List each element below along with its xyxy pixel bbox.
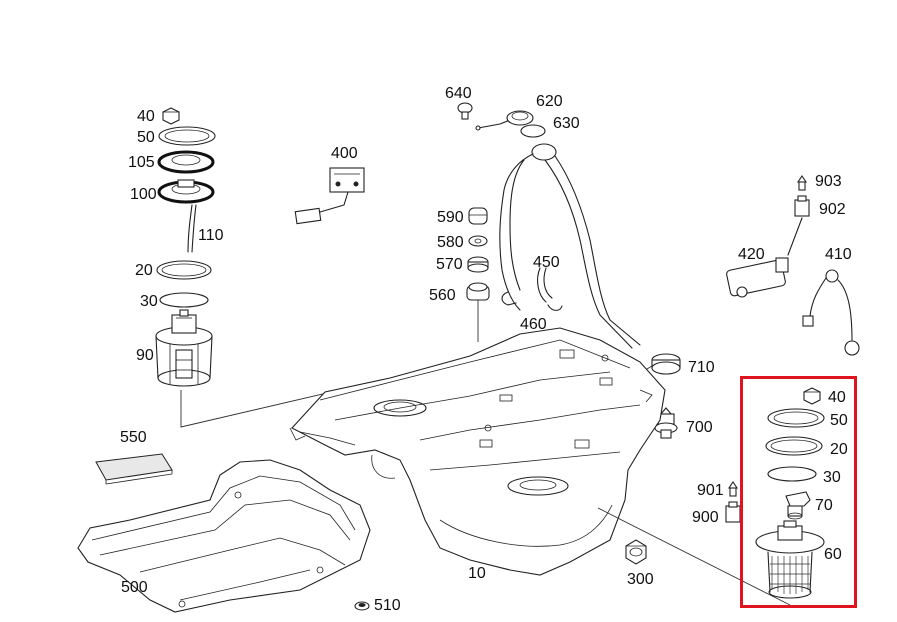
part-number-90: 90 <box>136 347 154 364</box>
part-30-o-ring-left[interactable] <box>159 292 209 308</box>
part-420-pressure-sensor[interactable] <box>726 217 803 298</box>
part-500-heat-shield[interactable] <box>77 459 371 613</box>
part-40-cap-left[interactable] <box>162 107 180 125</box>
part-70-valve[interactable] <box>785 491 811 520</box>
part-number-640: 640 <box>445 85 472 102</box>
part-number-20-right: 20 <box>830 441 848 458</box>
part-number-30-right: 30 <box>823 469 841 486</box>
part-number-10: 10 <box>468 565 486 582</box>
part-900-connector[interactable] <box>725 501 741 523</box>
part-number-100: 100 <box>130 186 157 203</box>
part-number-460: 460 <box>520 316 547 333</box>
part-number-590: 590 <box>437 209 464 226</box>
part-30-o-ring-right[interactable] <box>767 466 817 482</box>
part-901-screw[interactable] <box>727 481 739 497</box>
part-number-700: 700 <box>686 419 713 436</box>
part-number-902: 902 <box>819 201 846 218</box>
part-630-cap-seal[interactable] <box>520 124 546 138</box>
part-100-flange[interactable] <box>157 179 215 204</box>
part-550-pad[interactable] <box>95 453 173 485</box>
part-902-connector[interactable] <box>794 195 810 217</box>
part-10-fuel-tank[interactable] <box>289 327 666 576</box>
part-number-903: 903 <box>815 173 842 190</box>
part-60-fuel-pump-right[interactable] <box>755 520 825 599</box>
filler-neck-pipe <box>499 143 641 349</box>
part-50-lock-ring-right[interactable] <box>767 408 825 428</box>
part-number-450: 450 <box>533 254 560 271</box>
part-number-510: 510 <box>374 597 401 614</box>
part-105-sealing-ring[interactable] <box>157 150 215 174</box>
part-number-40-right: 40 <box>828 389 846 406</box>
part-number-105: 105 <box>128 154 155 171</box>
part-410-temperature-sensor[interactable] <box>802 269 860 356</box>
part-590-grommet[interactable] <box>468 207 488 225</box>
pump-hatching <box>770 556 810 594</box>
part-number-630: 630 <box>553 115 580 132</box>
part-number-300: 300 <box>627 571 654 588</box>
part-number-500: 500 <box>121 579 148 596</box>
part-number-420: 420 <box>738 246 765 263</box>
leader-line-60 <box>597 507 791 606</box>
part-number-580: 580 <box>437 234 464 251</box>
part-400-fuel-level-sender[interactable] <box>294 167 365 225</box>
part-620-fuel-cap[interactable] <box>475 110 534 131</box>
part-50-lock-ring-left[interactable] <box>158 126 216 146</box>
part-460-clamp[interactable] <box>501 291 563 311</box>
part-450-hose[interactable] <box>537 267 553 303</box>
part-710-rubber-mount[interactable] <box>631 353 681 379</box>
part-number-710: 710 <box>688 359 715 376</box>
part-number-620: 620 <box>536 93 563 110</box>
part-number-900: 900 <box>692 509 719 526</box>
part-number-550: 550 <box>120 429 147 446</box>
part-580-washer[interactable] <box>468 235 488 247</box>
part-number-60: 60 <box>824 546 842 563</box>
part-number-901: 901 <box>697 482 724 499</box>
part-20-gasket-left[interactable] <box>156 260 212 280</box>
part-903-screw[interactable] <box>796 175 808 191</box>
highlight-box <box>740 376 857 608</box>
part-number-570: 570 <box>436 256 463 273</box>
part-number-50: 50 <box>137 129 155 146</box>
part-640-vent-valve[interactable] <box>457 102 473 120</box>
part-90-fuel-pump-left[interactable] <box>155 309 213 387</box>
part-110-hose[interactable] <box>187 204 197 253</box>
part-number-410: 410 <box>825 246 852 263</box>
part-number-400: 400 <box>331 145 358 162</box>
part-570-bushing[interactable] <box>467 256 489 273</box>
part-number-70: 70 <box>815 497 833 514</box>
part-number-110: 110 <box>198 227 224 244</box>
part-560-mount[interactable] <box>466 282 490 342</box>
part-number-20: 20 <box>135 262 153 279</box>
part-number-40: 40 <box>137 108 155 125</box>
part-510-clip[interactable] <box>354 601 370 611</box>
part-20-gasket-right[interactable] <box>765 436 823 456</box>
part-40-cap-right[interactable] <box>803 387 821 405</box>
part-300-drain-plug[interactable] <box>625 539 647 565</box>
part-number-50-right: 50 <box>830 412 848 429</box>
part-number-560: 560 <box>429 287 456 304</box>
part-number-30: 30 <box>140 293 158 310</box>
